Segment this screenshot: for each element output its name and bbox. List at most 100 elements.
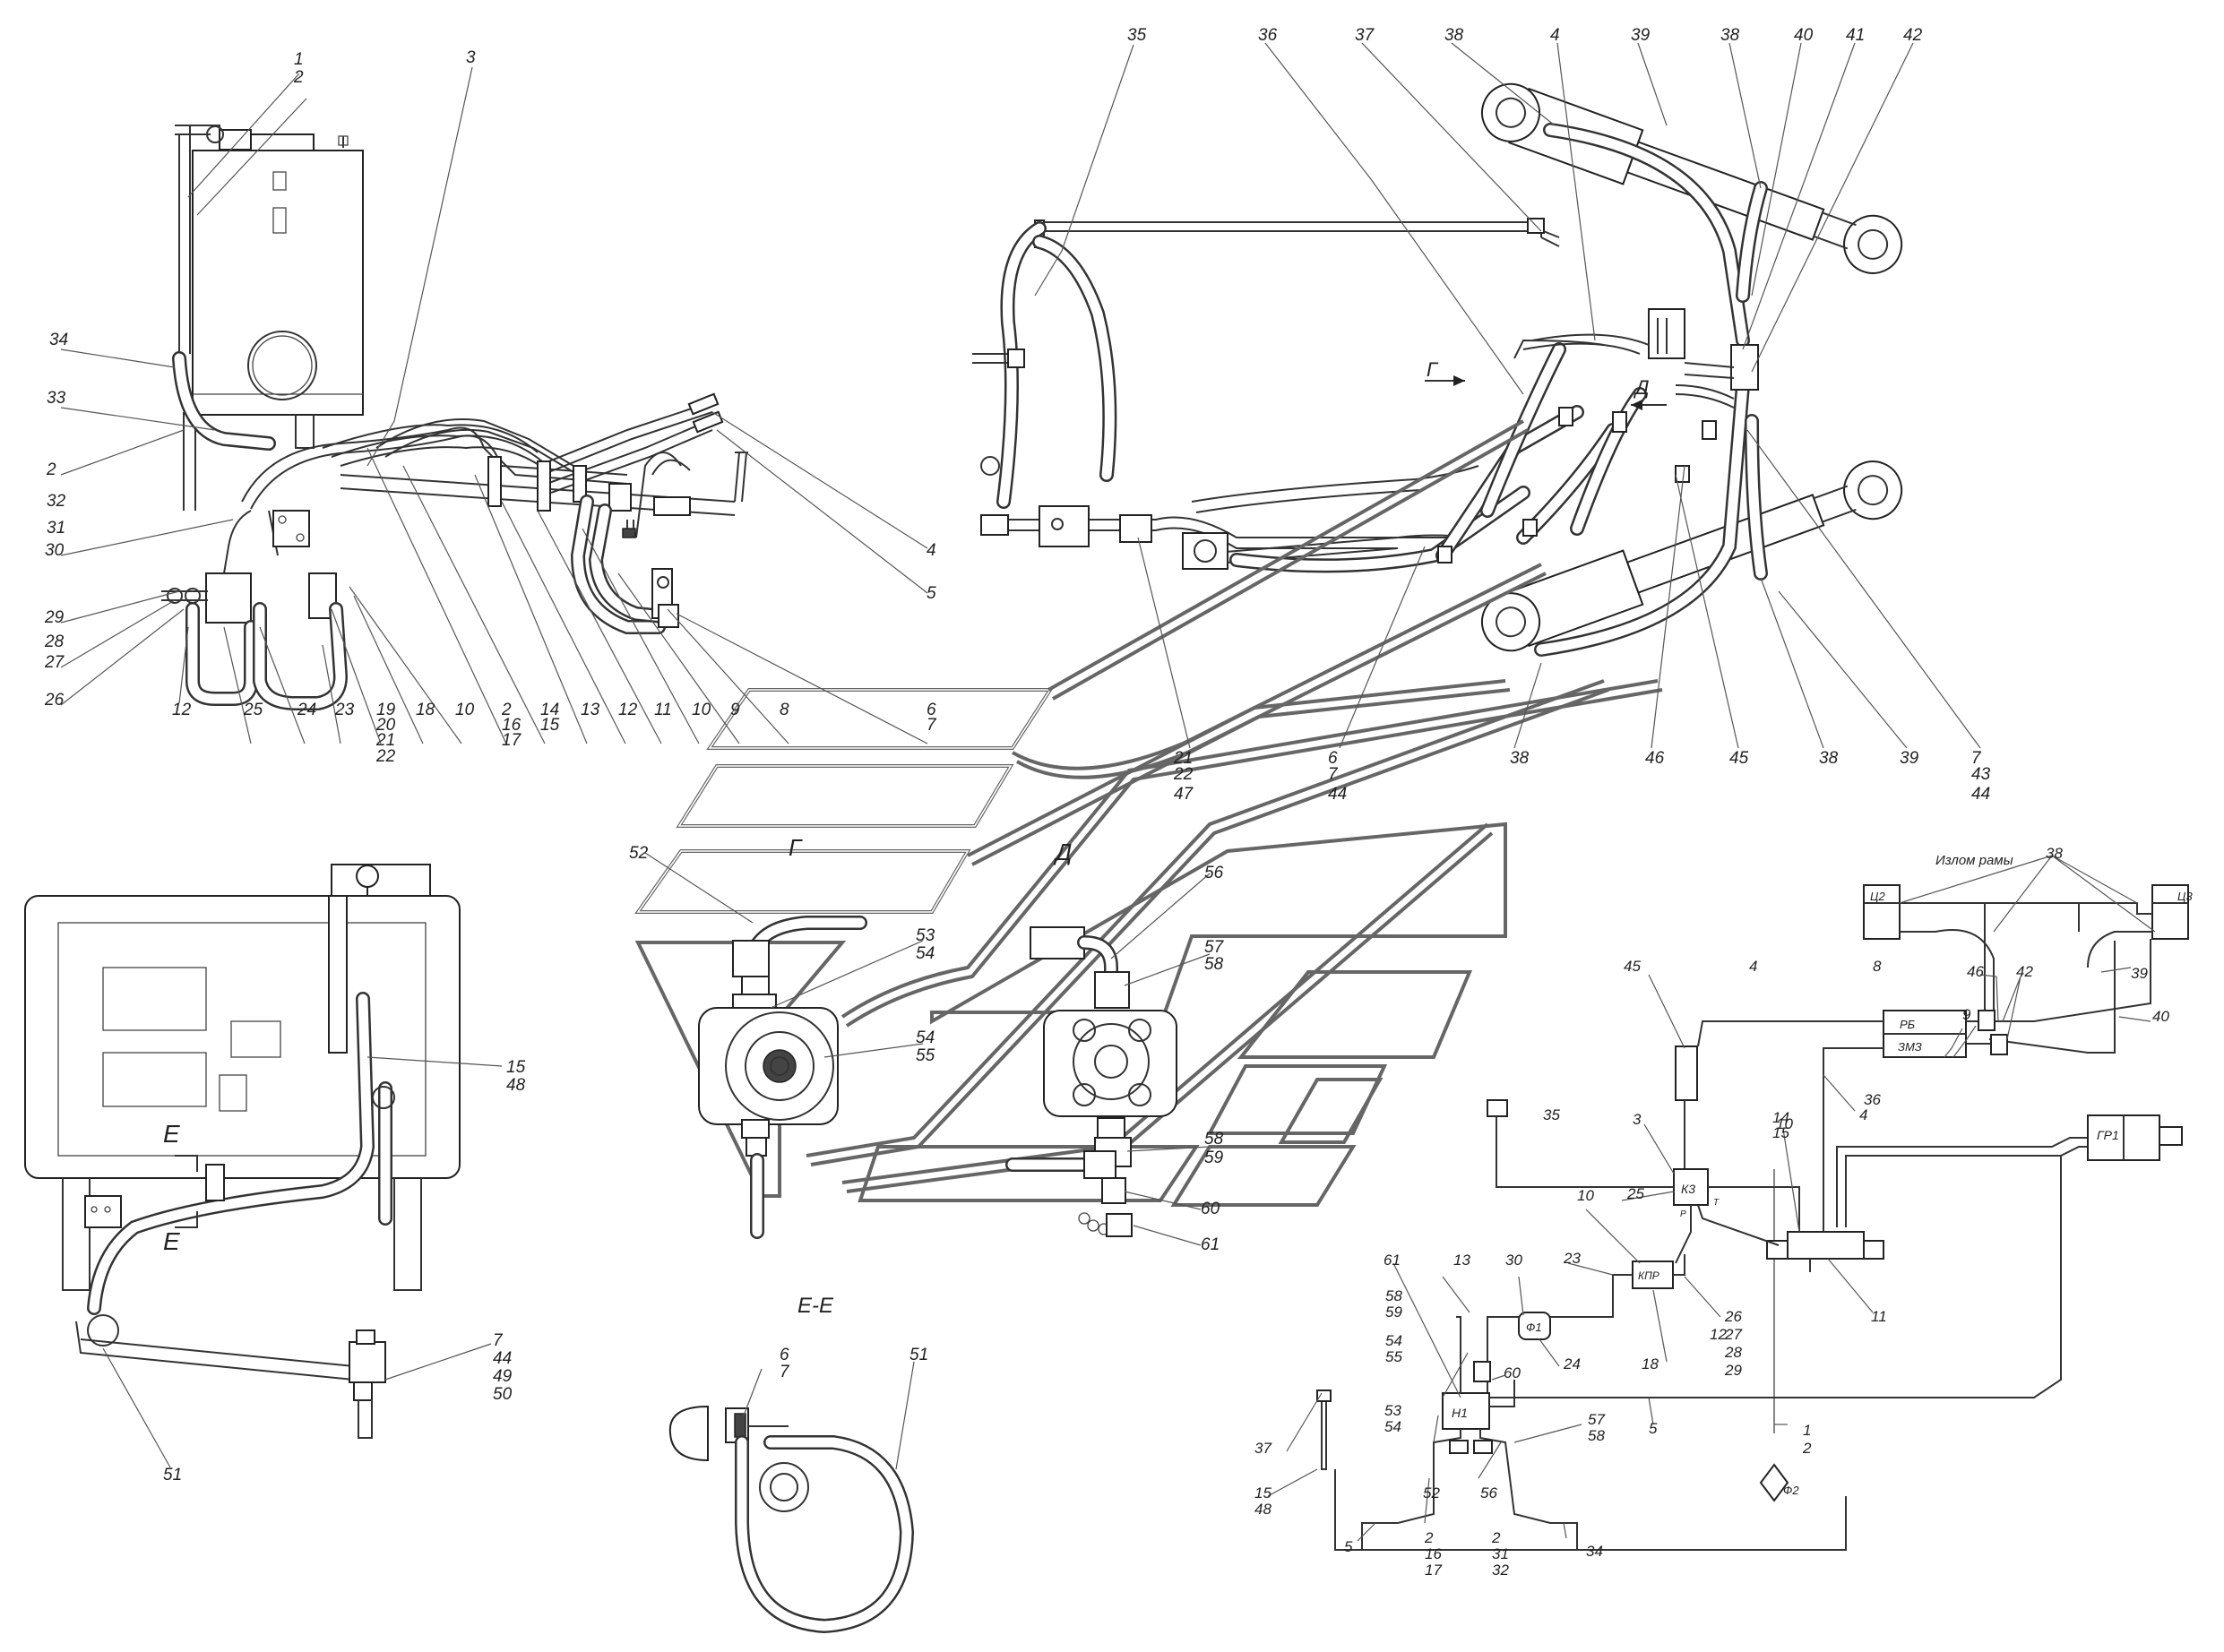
callout-schematic-7: 8 (1873, 958, 1882, 975)
detail-view-g (698, 916, 867, 1239)
callout-schematic-33: 60 (1504, 1364, 1521, 1381)
callout-detail-views-9: 59 (1204, 1149, 1224, 1167)
callout-frame-view-0: 35 (1127, 26, 1147, 45)
callout-tank-view-7: 31 (47, 519, 65, 538)
callout-frame-view-21: 7 (1971, 749, 1982, 768)
pump-port-detail (1043, 1010, 1177, 1117)
callout-frame-view-2: 37 (1355, 26, 1375, 45)
callout-frame-view-3: 38 (1444, 26, 1464, 45)
label-k3: К3 (1681, 1182, 1695, 1196)
tank-assembly-view (161, 125, 748, 710)
callout-tank-view-23: 2 (501, 701, 512, 719)
label-f1: Ф1 (1526, 1321, 1542, 1334)
label-c2: Ц2 (1870, 890, 1885, 903)
callout-detail-views-1: 53 (916, 926, 935, 945)
callout-schematic-30: 59 (1385, 1304, 1402, 1321)
callout-frame-view-11: 22 (1173, 765, 1194, 784)
callout-tank-view-1: 2 (293, 68, 304, 87)
callout-schematic-17: 10 (1577, 1187, 1594, 1204)
callout-tank-view-17: 19 (376, 701, 396, 719)
callout-schematic-29: 58 (1385, 1287, 1402, 1304)
frame-break-label: Излом рамы (1935, 853, 2013, 868)
callout-schematic-19: 26 (1724, 1308, 1742, 1325)
tank-inspection-cover (247, 331, 317, 400)
cut-e-top: Е (163, 1120, 180, 1148)
callout-frame-view-6: 38 (1720, 26, 1740, 45)
callout-tank-front-6: 51 (163, 1466, 182, 1484)
arrow-d-label: Д (1633, 376, 1650, 399)
callout-schematic-23: 12 (1710, 1326, 1727, 1343)
callout-tank-view-14: 25 (243, 701, 263, 719)
callout-tank-front-4: 49 (493, 1367, 513, 1386)
callout-frame-view-14: 7 (1328, 765, 1339, 784)
callout-schematic-43: 52 (1423, 1484, 1440, 1501)
callout-tank-view-31: 10 (692, 701, 711, 719)
view-g-title: Г (789, 834, 803, 861)
callout-schematic-50: 17 (1425, 1562, 1442, 1579)
callout-schematic-5: 45 (1624, 958, 1641, 975)
callout-schematic-28: 30 (1505, 1252, 1522, 1269)
callout-frame-view-16: 38 (1510, 749, 1530, 768)
callout-schematic-35: 53 (1384, 1402, 1401, 1419)
valve-kpr-view (1182, 532, 1228, 570)
section-e-e (668, 1405, 915, 1634)
callout-schematic-26: 61 (1384, 1252, 1401, 1269)
callout-frame-view-1: 36 (1258, 26, 1278, 45)
callout-tank-view-20: 22 (375, 747, 396, 766)
callout-schematic-10: 3 (1633, 1111, 1642, 1128)
callout-tank-front-0: 15 (506, 1058, 526, 1077)
callout-detail-views-13: 7 (780, 1363, 790, 1381)
leader-lines (60, 42, 2156, 1542)
callout-frame-view-9: 42 (1903, 26, 1923, 45)
arrow-g-label: Г (1427, 358, 1439, 381)
callout-tank-view-37: 5 (927, 584, 936, 603)
callout-tank-view-8: 30 (45, 541, 65, 560)
callout-tank-view-6: 32 (47, 492, 66, 511)
schematic-distributor-11 (1787, 1231, 1865, 1260)
callout-tank-front-2: 7 (493, 1331, 504, 1350)
valve-k3-view (1039, 505, 1090, 547)
callout-frame-view-5: 39 (1631, 26, 1651, 45)
filter-housing (205, 572, 252, 624)
callout-frame-view-17: 46 (1645, 749, 1665, 768)
callout-detail-views-5: 56 (1204, 864, 1224, 882)
callout-frame-view-10: 21 (1173, 749, 1193, 768)
callout-schematic-41: 15 (1254, 1484, 1271, 1501)
label-zmz: ЗМЗ (1898, 1040, 1922, 1054)
callout-tank-front-3: 44 (493, 1349, 512, 1368)
view-d-title: Д (1053, 839, 1072, 865)
callout-schematic-34: 24 (1563, 1355, 1581, 1372)
callout-tank-view-36: 4 (927, 541, 936, 560)
callout-tank-front-1: 48 (506, 1076, 526, 1095)
label-gr1: ГР1 (2097, 1128, 2119, 1142)
section-titles: Г Д Е-Е (789, 834, 1072, 1318)
schematic-c2 (1863, 884, 1901, 940)
callout-schematic-24: 18 (1642, 1355, 1659, 1372)
callout-detail-views-4: 55 (916, 1046, 935, 1065)
valve-tank-front (349, 1341, 386, 1383)
callout-tank-view-32: 9 (730, 701, 740, 719)
label-rs: РБ (1900, 1018, 1916, 1031)
callout-frame-view-22: 43 (1971, 765, 1991, 784)
callout-schematic-13: 14 (1772, 1109, 1789, 1126)
callout-schematic-22: 29 (1724, 1362, 1742, 1379)
callout-schematic-6: 4 (1749, 958, 1757, 975)
callout-tank-view-35: 7 (927, 716, 937, 735)
callout-schematic-1: 46 (1967, 963, 1984, 980)
tank-front-body (24, 895, 461, 1179)
callout-schematic-18: 23 (1563, 1250, 1581, 1267)
callout-schematic-9: 35 (1543, 1106, 1560, 1123)
callout-tank-view-12: 26 (44, 691, 65, 710)
label-n1: Н1 (1452, 1406, 1468, 1420)
callout-schematic-3: 39 (2131, 965, 2148, 982)
frame-view: Г Д (972, 82, 1903, 657)
label-kpr: КПР (1638, 1269, 1659, 1282)
callout-detail-views-6: 57 (1204, 938, 1225, 957)
callout-schematic-52: 31 (1492, 1545, 1509, 1562)
callout-schematic-49: 16 (1425, 1545, 1442, 1562)
callout-tank-view-29: 12 (618, 701, 638, 719)
callout-schematic-11: 4 (1859, 1106, 1867, 1123)
callout-detail-views-3: 54 (916, 1028, 935, 1047)
tank-front-view: Е Е (24, 864, 461, 1439)
